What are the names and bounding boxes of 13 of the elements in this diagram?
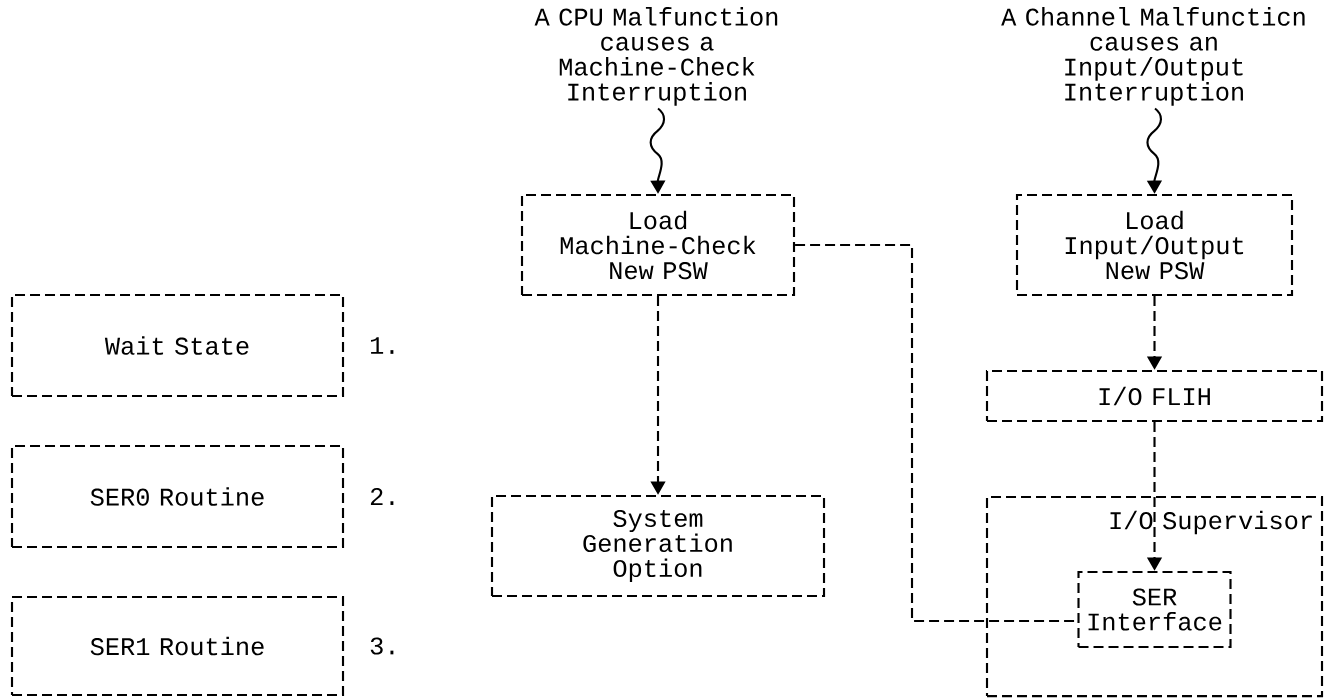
process-box: Load Input/Output New PSW (1015, 193, 1294, 297)
process-box: SER1 Routine (10, 595, 345, 697)
process-box: I/O FLIH (985, 369, 1324, 423)
process-box: Load Machine-Check New PSW (520, 193, 796, 297)
process-box: SER0 Routine (10, 444, 345, 549)
list-number: 1. (371, 337, 394, 354)
note-text: A Channel Malfuncticn causes an Input/Output Interruption (1001, 7, 1305, 106)
list-number: 2. (370, 488, 394, 505)
process-box: System Generation Option (490, 494, 826, 598)
list-number: 3. (370, 637, 394, 655)
process-box: SER Interface (1077, 570, 1232, 649)
process-box: Wait State (10, 293, 345, 398)
note-text: A CPU Malfunction causes a Machine-Check Interruption (534, 7, 778, 106)
